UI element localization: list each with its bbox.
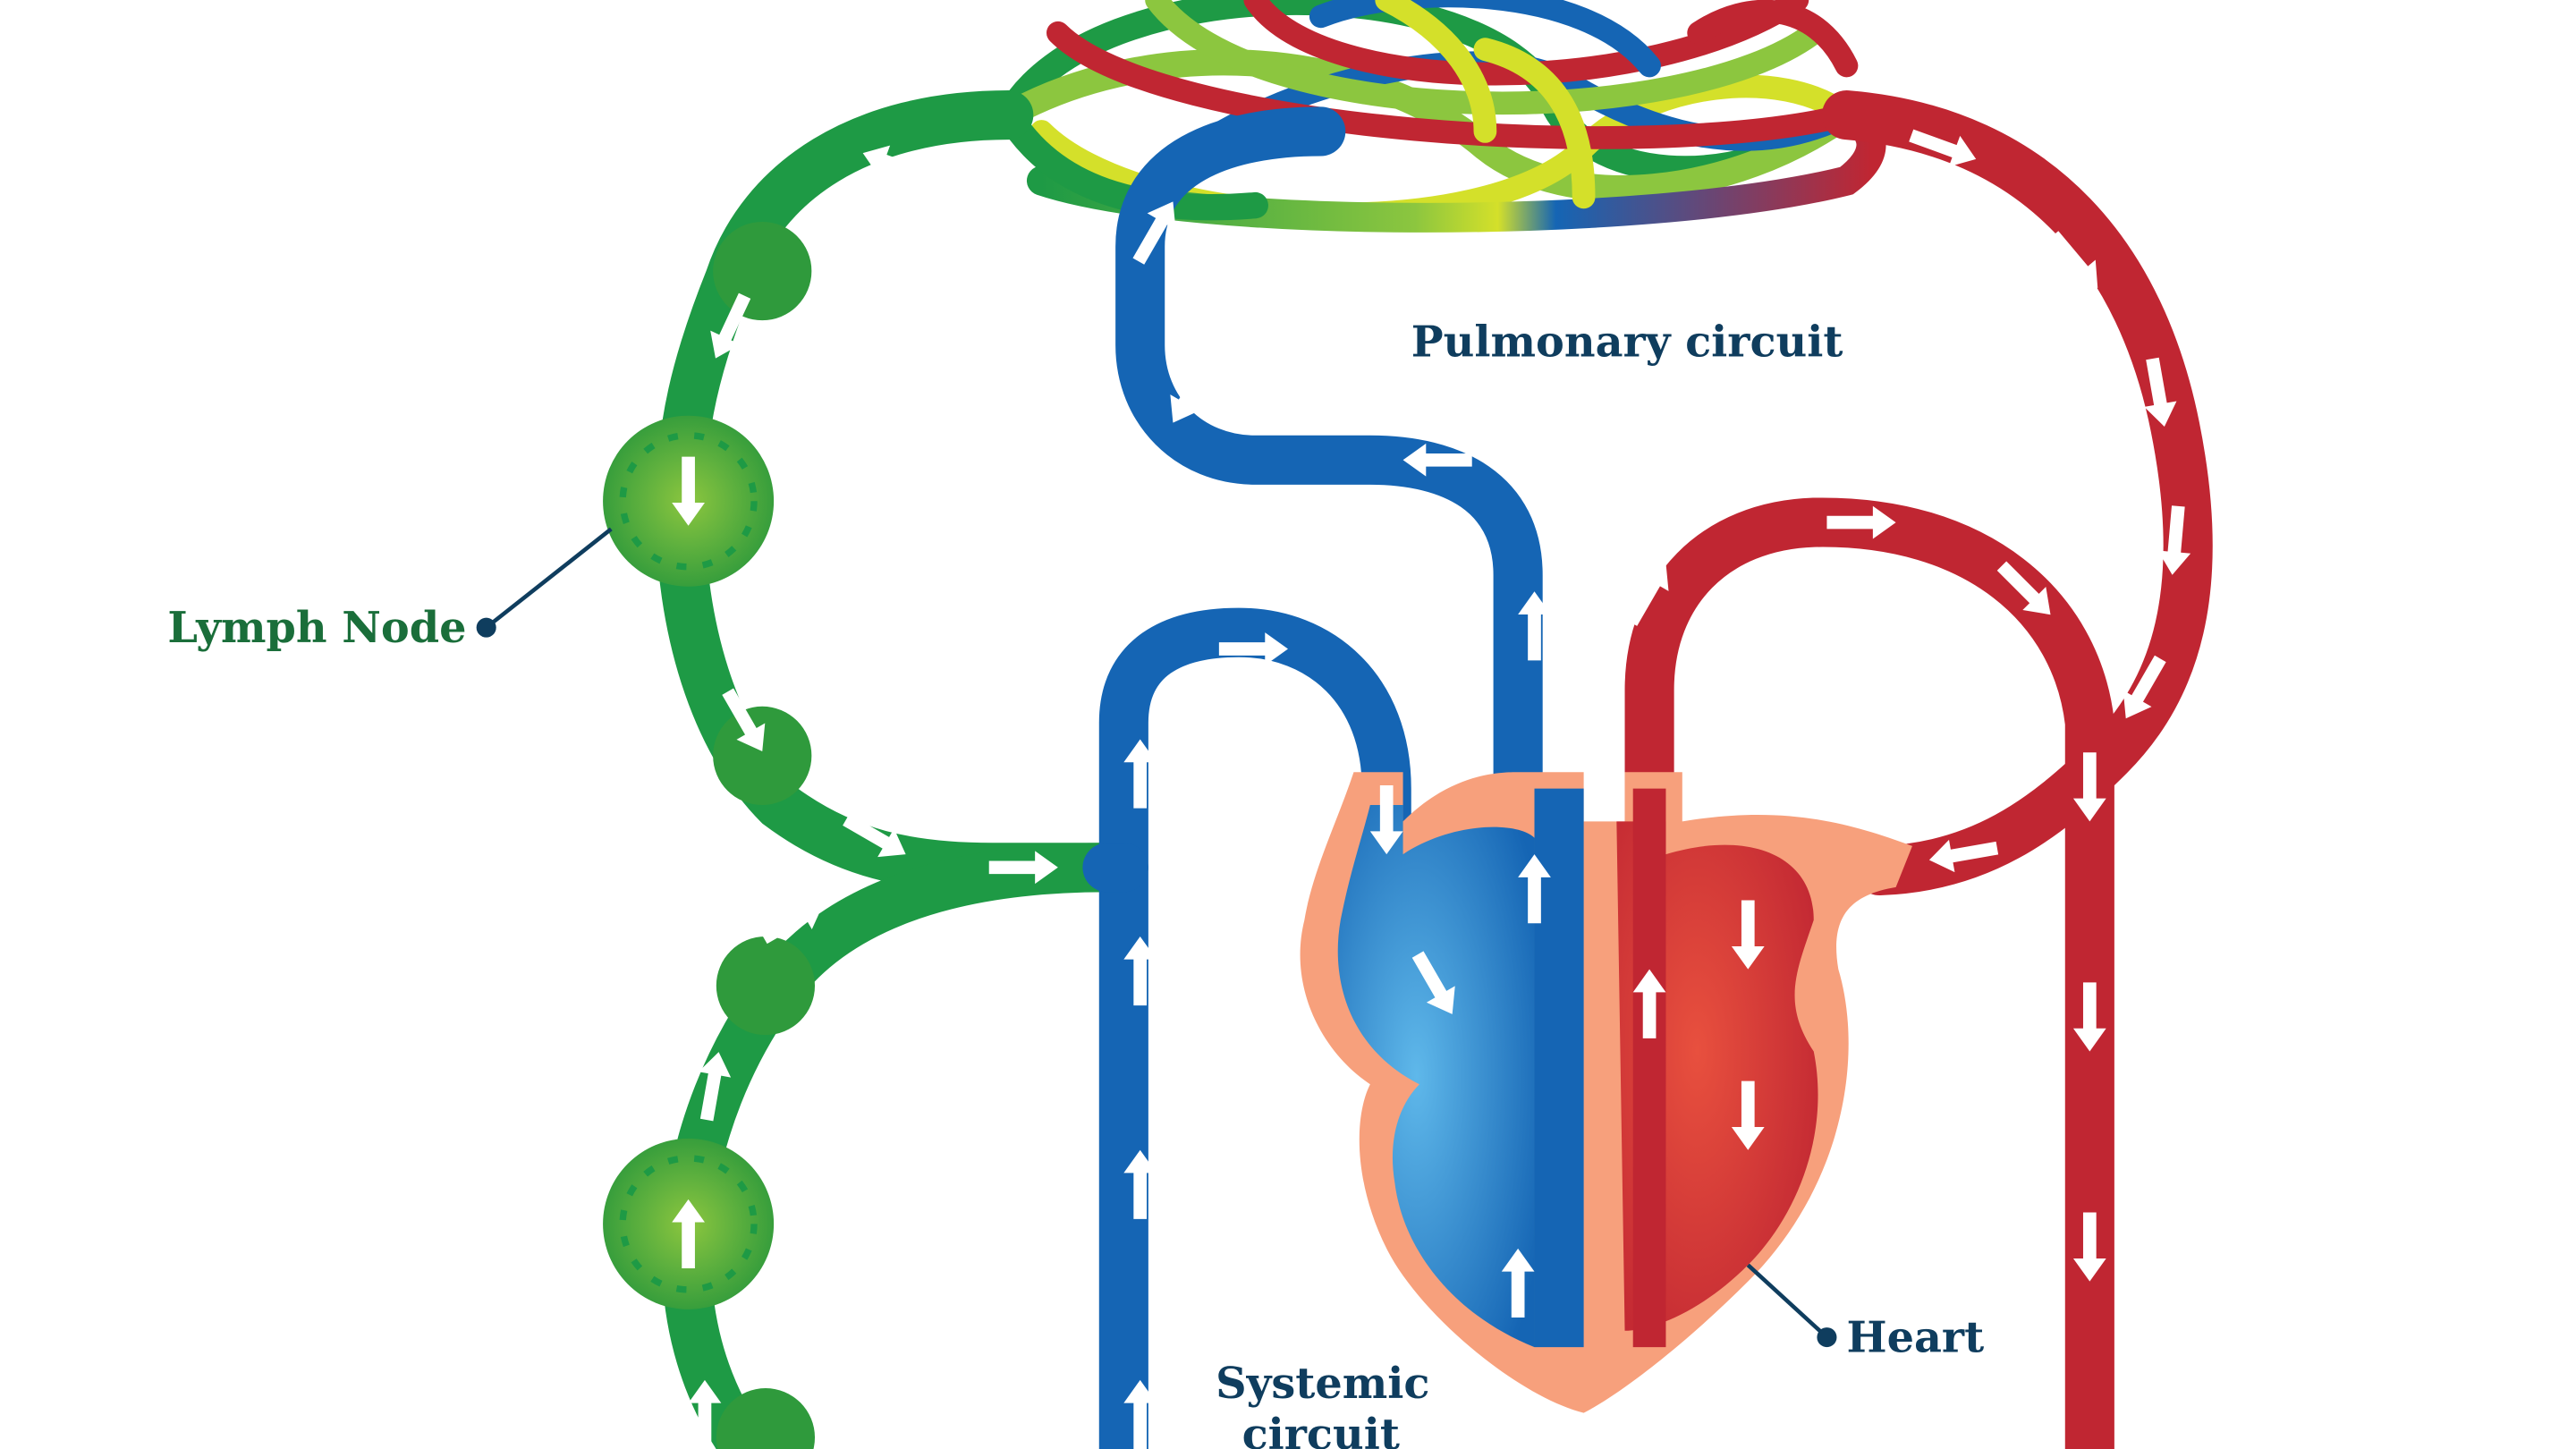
flow-arrow-icon	[988, 851, 1058, 885]
flow-arrow-icon	[1518, 591, 1551, 661]
leader-dot-icon	[476, 617, 496, 638]
flow-arrow-icon	[1625, 563, 1669, 626]
flow-arrow-icon	[1731, 1080, 1765, 1150]
flow-arrow-icon	[2144, 357, 2177, 427]
flow-arrow-icon	[1218, 632, 1288, 665]
flow-arrow-icon	[688, 1379, 722, 1449]
flow-arrow-icon	[862, 145, 930, 183]
flow-arrow-icon	[843, 814, 906, 858]
flow-arrow-icon	[1826, 505, 1896, 539]
systemic-circuit-label-line1: Systemic	[1216, 1359, 1429, 1409]
flow-arrow-icon	[2072, 982, 2106, 1052]
flow-arrow-icon	[2123, 655, 2166, 719]
flow-arrow-icon	[672, 1199, 705, 1268]
lymph-node-label: Lymph Node	[167, 603, 466, 653]
flow-arrow-icon	[2072, 1212, 2106, 1282]
flow-arrow-icon	[710, 292, 751, 359]
flow-arrow-icon	[1132, 201, 1176, 265]
pulmonary-circuit-label: Pulmonary circuit	[1411, 318, 1843, 368]
flow-arrow-icon	[672, 456, 705, 526]
venous-vessels	[1082, 106, 1543, 1449]
flow-arrow-icon	[2157, 505, 2191, 575]
flow-arrow-icon	[1123, 739, 1157, 809]
flow-arrow-icon	[1928, 839, 1999, 873]
heart-icon	[1300, 772, 1912, 1413]
flow-arrow-icon	[1731, 900, 1765, 970]
flow-arrows	[672, 129, 2191, 1449]
systemic-arteries	[1624, 90, 2213, 1449]
flow-arrow-icon	[722, 688, 766, 751]
flow-arrow-icon	[1123, 1379, 1157, 1449]
lymph-node-leader-line	[485, 527, 613, 630]
flow-arrow-icon	[1411, 951, 1455, 1014]
flow-arrow-icon	[760, 901, 824, 945]
flow-arrow-icon	[1632, 969, 1666, 1038]
flow-arrow-icon	[1402, 443, 1472, 477]
flow-arrow-icon	[1996, 561, 2051, 615]
flow-arrow-icon	[1170, 360, 1214, 423]
flow-arrow-icon	[1123, 1149, 1157, 1219]
flow-arrow-icon	[1369, 784, 1403, 855]
systemic-circuit-label-line2: circuit	[1242, 1410, 1400, 1449]
heart-label: Heart	[1846, 1313, 1984, 1363]
flow-arrow-icon	[1501, 1248, 1535, 1318]
heart-leader-line	[1746, 1263, 1829, 1339]
flow-arrow-icon	[2072, 752, 2106, 822]
flow-arrow-icon	[1518, 854, 1551, 924]
flow-arrow-icon	[1123, 936, 1157, 1006]
flow-arrow-icon	[2048, 231, 2098, 289]
flow-arrow-icon	[1909, 129, 1977, 167]
leader-dot-icon	[1817, 1327, 1837, 1348]
flow-arrow-icon	[698, 1052, 732, 1122]
